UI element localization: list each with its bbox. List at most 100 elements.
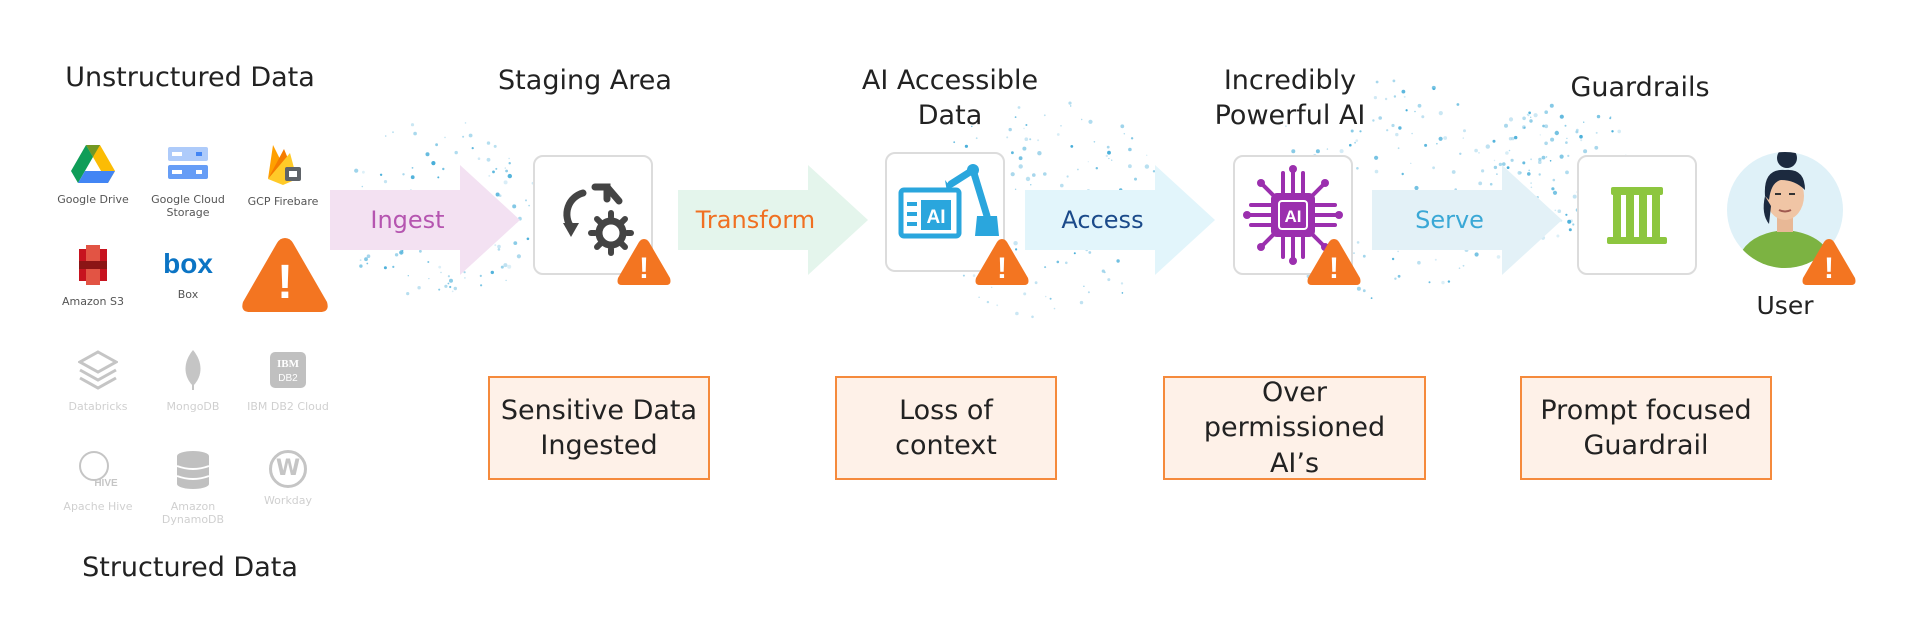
particle-dot xyxy=(1023,292,1027,296)
particle-dot xyxy=(1025,124,1028,126)
particle-dot xyxy=(512,204,517,209)
particle-dot xyxy=(1397,274,1401,278)
particle-dot xyxy=(379,173,383,176)
particle-dot xyxy=(1120,282,1124,285)
particle-dot xyxy=(1492,139,1496,143)
particle-dot xyxy=(1022,146,1027,151)
particle-dot xyxy=(1552,190,1558,195)
source-box: box Box xyxy=(138,248,238,301)
particle-dot xyxy=(1565,141,1568,144)
particle-dot xyxy=(1134,177,1137,181)
particle-dot xyxy=(1565,213,1568,216)
particle-dot xyxy=(964,144,969,148)
particle-dot xyxy=(1018,156,1023,161)
particle-dot xyxy=(1123,133,1126,135)
particle-dot xyxy=(1374,169,1379,174)
particle-dot xyxy=(1087,291,1090,294)
particle-dot xyxy=(1065,261,1068,265)
particle-dot xyxy=(1116,259,1120,263)
particle-dot xyxy=(953,141,956,144)
particle-dot xyxy=(1481,169,1485,173)
particle-dot xyxy=(498,194,502,197)
particle-dot xyxy=(1567,154,1570,157)
particle-dot xyxy=(1410,162,1412,164)
particle-dot xyxy=(463,271,466,274)
particle-dot xyxy=(1087,161,1089,163)
particle-dot xyxy=(1015,248,1018,251)
particle-dot xyxy=(503,180,508,185)
particle-dot xyxy=(399,250,404,255)
particle-dot xyxy=(1528,169,1531,172)
ai-accessible-data-title: AI Accessible Data xyxy=(861,65,1039,132)
particle-dot xyxy=(1374,155,1379,160)
particle-dot xyxy=(495,167,498,170)
particle-dot xyxy=(411,167,414,169)
particle-dot xyxy=(1462,264,1465,267)
source-label: Workday xyxy=(263,494,313,507)
particle-dot xyxy=(1146,154,1148,156)
particle-dot xyxy=(513,241,518,246)
particle-dot xyxy=(1014,188,1017,190)
particle-dot xyxy=(495,192,500,197)
particle-dot xyxy=(1498,162,1503,167)
particle-dot xyxy=(1128,147,1132,152)
particle-dot xyxy=(1394,277,1397,280)
user-avatar xyxy=(1727,152,1843,268)
particle-dot xyxy=(454,150,458,155)
particle-dot xyxy=(526,237,530,241)
particle-dot xyxy=(1372,119,1375,122)
particle-dot xyxy=(1395,132,1399,137)
particle-dot xyxy=(1526,113,1529,116)
source-google-drive: Google Drive xyxy=(43,145,143,206)
particle-dot xyxy=(1523,126,1526,129)
particle-dot xyxy=(366,254,371,258)
particle-dot xyxy=(1489,182,1493,186)
particle-dot xyxy=(1339,149,1344,154)
particle-dot xyxy=(362,170,365,174)
particle-dot xyxy=(486,157,491,162)
particle-dot xyxy=(1502,162,1506,166)
source-label: Databricks xyxy=(68,400,128,413)
particle-dot xyxy=(1493,159,1496,162)
particle-dot xyxy=(407,275,409,277)
particle-dot xyxy=(486,141,491,145)
particle-dot xyxy=(1411,132,1413,135)
particle-dot xyxy=(1105,154,1109,158)
svg-text:IBM: IBM xyxy=(277,358,300,370)
particle-dot xyxy=(492,170,495,174)
particle-dot xyxy=(1559,114,1564,119)
hive-icon: HIVE xyxy=(79,451,118,489)
particle-dot xyxy=(1043,172,1047,176)
particle-dot xyxy=(991,286,993,288)
particle-dot xyxy=(1462,137,1465,139)
particle-dot xyxy=(1421,115,1425,119)
particle-dot xyxy=(1551,187,1555,191)
particle-dot xyxy=(1538,157,1542,162)
databricks-icon xyxy=(76,350,120,390)
particle-dot xyxy=(1493,165,1498,170)
particle-dot xyxy=(1350,129,1354,133)
particle-dot xyxy=(1044,295,1047,298)
particle-dot xyxy=(471,147,474,150)
particle-dot xyxy=(1505,151,1509,155)
serve-arrow-label: Serve xyxy=(1415,206,1484,234)
particle-dot xyxy=(1088,119,1093,124)
particle-dot xyxy=(366,262,369,265)
particle-dot xyxy=(1093,141,1096,143)
particle-dot xyxy=(1025,176,1031,182)
large-warning-icon: ! xyxy=(242,238,328,312)
particle-dot xyxy=(442,167,445,171)
particle-dot xyxy=(1106,145,1110,149)
particle-dot xyxy=(503,263,508,268)
particle-dot xyxy=(1583,121,1585,123)
svg-text:!: ! xyxy=(1824,252,1834,285)
particle-dot xyxy=(383,180,388,184)
source-label: GCP Firebare xyxy=(247,195,319,208)
firebase-icon xyxy=(268,145,301,185)
source-google-cloud-storage: Google Cloud Storage xyxy=(138,145,238,219)
particle-dot xyxy=(444,284,448,288)
source-label: Amazon S3 xyxy=(62,295,124,308)
source-workday: W Workday xyxy=(238,450,338,507)
particle-dot xyxy=(1510,158,1514,162)
particle-dot xyxy=(1017,106,1021,109)
